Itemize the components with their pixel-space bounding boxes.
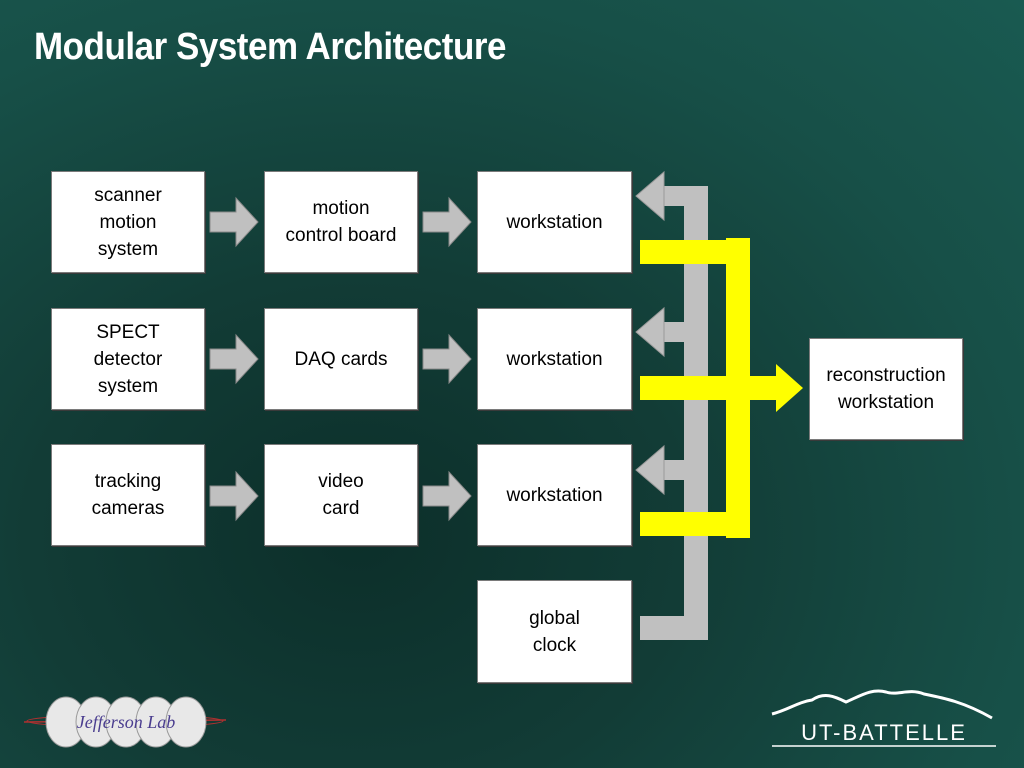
clock-arrowhead-workstation-2 — [635, 306, 665, 358]
ut-battelle-logo-text: UT-BATTELLE — [801, 720, 967, 745]
workstation-2-box: workstation — [477, 308, 632, 410]
clock-bus-from-clock — [640, 616, 708, 640]
clock-bus-segment-a — [684, 264, 708, 376]
clock-arrowhead-workstation-1 — [635, 170, 665, 222]
workstation-3-box: workstation — [477, 444, 632, 546]
jefferson-lab-logo: Jefferson Lab — [23, 696, 227, 748]
slide-title: Modular System Architecture — [34, 26, 506, 68]
video-card-box: video card — [264, 444, 418, 546]
data-bus-crossing-1 — [684, 240, 726, 264]
arrow-scanner-to-motion-board — [209, 196, 259, 248]
motion-control-board-box: motion control board — [264, 171, 418, 273]
clock-bus-segment-b — [684, 400, 708, 512]
arrow-tracking-to-video — [209, 470, 259, 522]
arrow-video-to-workstation-3 — [422, 470, 472, 522]
scanner-motion-system-box: scanner motion system — [51, 171, 205, 273]
reconstruction-workstation-box: reconstruction workstation — [809, 338, 963, 440]
clock-branch-1 — [662, 186, 708, 206]
arrow-daq-to-workstation-2 — [422, 333, 472, 385]
spect-detector-system-box: SPECT detector system — [51, 308, 205, 410]
clock-arrowhead-workstation-3 — [635, 444, 665, 496]
data-bus-crossing-3 — [684, 512, 726, 536]
workstation-1-box: workstation — [477, 171, 632, 273]
arrow-spect-to-daq — [209, 333, 259, 385]
data-bus-arrowhead-recon — [776, 364, 803, 412]
tracking-cameras-box: tracking cameras — [51, 444, 205, 546]
data-bus-crossing-2 — [684, 376, 726, 400]
ut-battelle-logo: UT-BATTELLE — [771, 689, 996, 747]
jefferson-lab-logo-text: Jefferson Lab — [77, 712, 176, 732]
arrow-motion-board-to-workstation-1 — [422, 196, 472, 248]
daq-cards-box: DAQ cards — [264, 308, 418, 410]
global-clock-box: global clock — [477, 580, 632, 683]
